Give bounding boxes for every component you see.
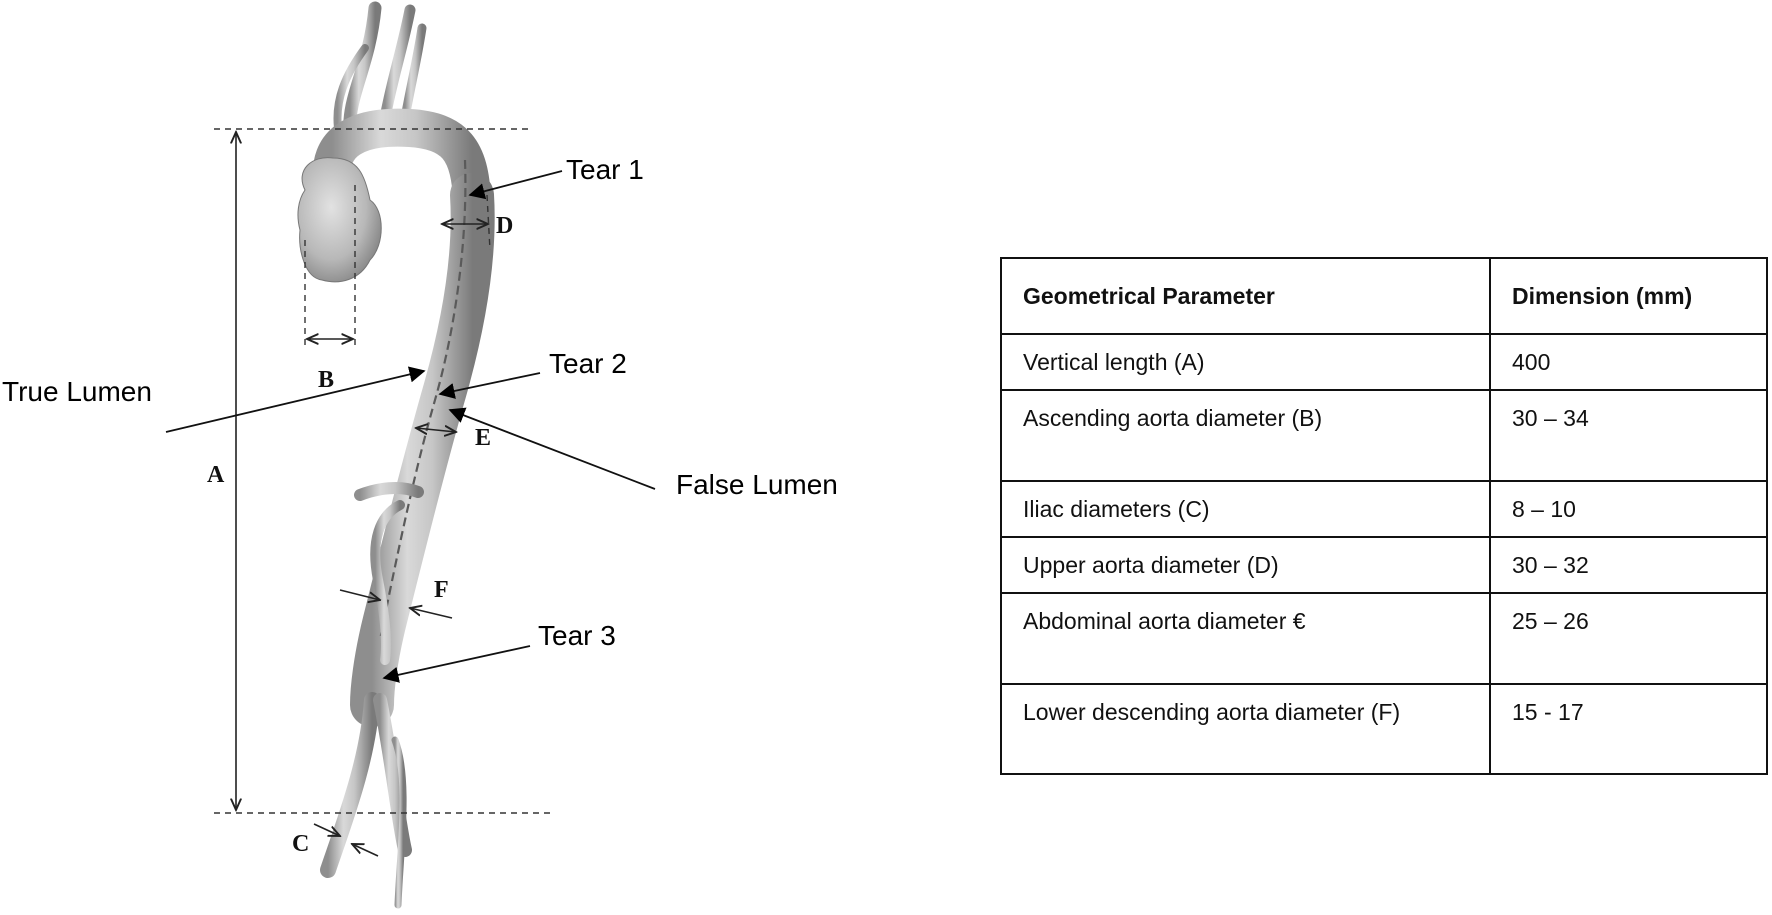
tear2-leader xyxy=(438,372,541,399)
header-dimension: Dimension (mm) xyxy=(1489,257,1768,335)
tear3-leader xyxy=(382,645,531,683)
parameter-cell: Lower descending aorta diameter (F) xyxy=(1000,683,1491,775)
parameter-cell: Vertical length (A) xyxy=(1000,333,1491,391)
tear1-leader xyxy=(468,170,563,200)
header-parameter: Geometrical Parameter xyxy=(1000,257,1491,335)
dimension-b-label: B xyxy=(318,367,334,393)
parameter-cell: Upper aorta diameter (D) xyxy=(1000,536,1491,594)
table-row: Abdominal aorta diameter € 25 – 26 xyxy=(1000,592,1768,685)
false-lumen-label: False Lumen xyxy=(676,469,838,500)
dimension-e-label: E xyxy=(475,425,491,451)
dimension-a-label: A xyxy=(207,462,225,488)
parameter-cell: Ascending aorta diameter (B) xyxy=(1000,389,1491,482)
table-row: Vertical length (A) 400 xyxy=(1000,333,1768,391)
aortic-root xyxy=(297,157,382,283)
parameter-cell: Abdominal aorta diameter € xyxy=(1000,592,1491,685)
table-row: Ascending aorta diameter (B) 30 – 34 xyxy=(1000,389,1768,482)
dimension-f-label: F xyxy=(434,577,449,603)
branch-vessel xyxy=(379,4,416,124)
tear1-label: Tear 1 xyxy=(566,154,644,185)
branch-vessel xyxy=(343,1,382,127)
parameter-cell: Iliac diameters (C) xyxy=(1000,480,1491,538)
dimension-cell: 30 – 32 xyxy=(1489,536,1768,594)
dimension-d-label: D xyxy=(496,213,513,239)
table-row: Lower descending aorta diameter (F) 15 -… xyxy=(1000,683,1768,775)
table-row: Upper aorta diameter (D) 30 – 32 xyxy=(1000,536,1768,594)
table-header-row: Geometrical Parameter Dimension (mm) xyxy=(1000,257,1768,335)
dimension-c-arrow-left xyxy=(313,823,340,836)
false-lumen-leader xyxy=(448,407,656,490)
dimension-f-arrow-right xyxy=(410,608,453,619)
table-row: Iliac diameters (C) 8 – 10 xyxy=(1000,480,1768,538)
dimension-cell: 400 xyxy=(1489,333,1768,391)
true-lumen-label: True Lumen xyxy=(2,376,152,407)
dimension-c-label: C xyxy=(292,831,309,857)
dimension-e-line xyxy=(416,428,456,432)
branch-vessel xyxy=(354,482,424,501)
dimension-f-arrow-left xyxy=(339,589,380,600)
parameter-table: Geometrical Parameter Dimension (mm) Ver… xyxy=(1000,257,1768,775)
tear2-label: Tear 2 xyxy=(549,348,627,379)
tear3-label: Tear 3 xyxy=(538,620,616,651)
dimension-cell: 25 – 26 xyxy=(1489,592,1768,685)
aorta-model xyxy=(297,1,495,909)
branch-vessel xyxy=(333,44,369,132)
iliac-artery xyxy=(391,736,407,909)
dimension-cell: 15 - 17 xyxy=(1489,683,1768,775)
dimension-cell: 30 – 34 xyxy=(1489,389,1768,482)
dimension-cell: 8 – 10 xyxy=(1489,480,1768,538)
branch-vessel xyxy=(370,500,405,665)
iliac-artery xyxy=(320,692,380,878)
descending-aorta xyxy=(350,173,495,727)
true-lumen-leader xyxy=(165,366,426,433)
dimension-c-arrow-right xyxy=(352,844,379,857)
